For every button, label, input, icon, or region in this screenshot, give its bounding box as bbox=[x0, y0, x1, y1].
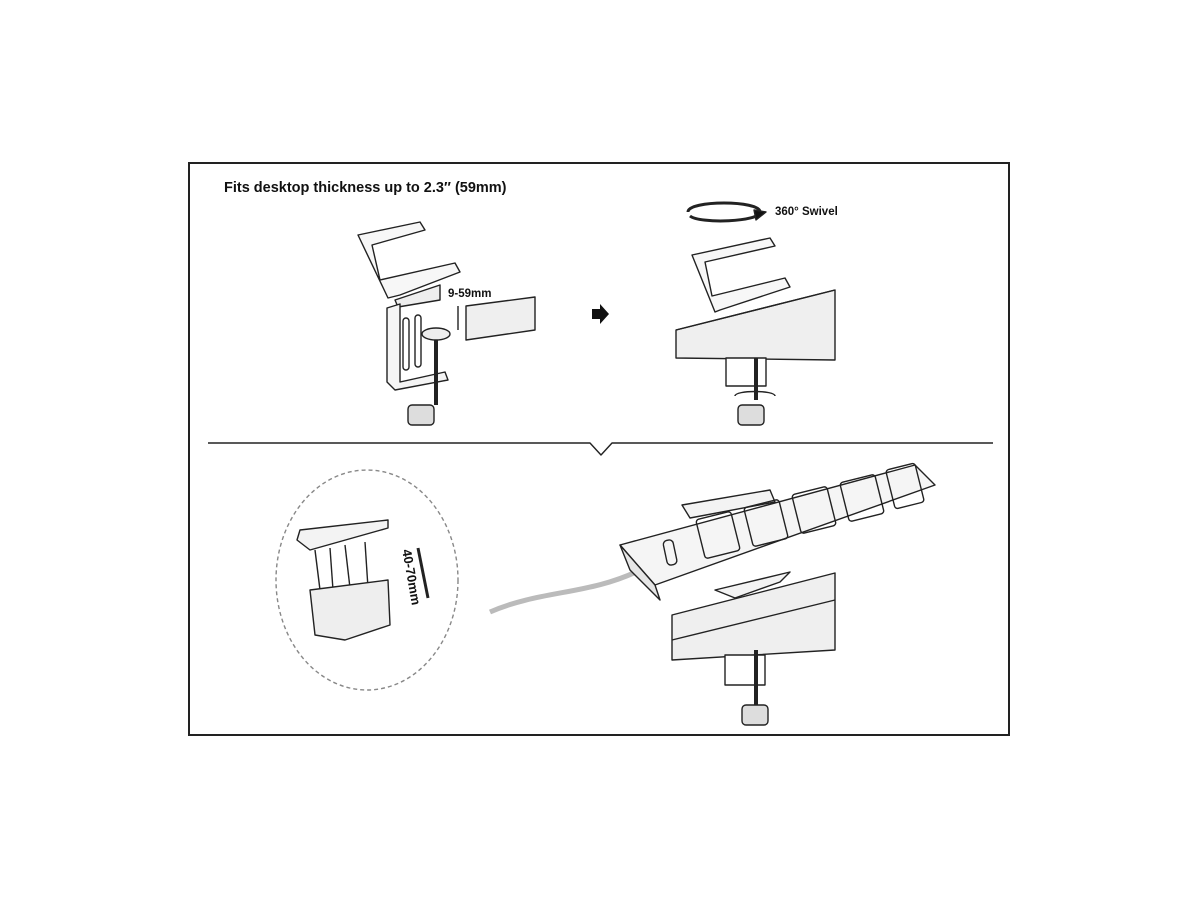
arrow-right-icon bbox=[592, 304, 609, 324]
socket-icon bbox=[791, 486, 837, 534]
power-strip bbox=[488, 462, 936, 726]
section-divider bbox=[208, 442, 993, 456]
socket-icon bbox=[885, 462, 925, 510]
clamp-range-label: 9-59mm bbox=[448, 288, 492, 300]
swivel-label: 360° Swivel bbox=[775, 206, 838, 218]
double-arrow-icon bbox=[416, 547, 430, 599]
diagram-frame bbox=[188, 162, 1010, 736]
rotate-icon bbox=[686, 201, 762, 223]
clamp-mounted bbox=[675, 201, 836, 426]
height-detail bbox=[275, 469, 459, 691]
heading: Fits desktop thickness up to 2.3″ (59mm) bbox=[224, 180, 507, 196]
usb-port-icon bbox=[662, 539, 678, 566]
socket-icon bbox=[839, 474, 885, 522]
socket-icon bbox=[695, 511, 741, 559]
socket-icon bbox=[743, 499, 789, 547]
clamp-open bbox=[357, 221, 536, 426]
power-cord bbox=[488, 567, 642, 615]
